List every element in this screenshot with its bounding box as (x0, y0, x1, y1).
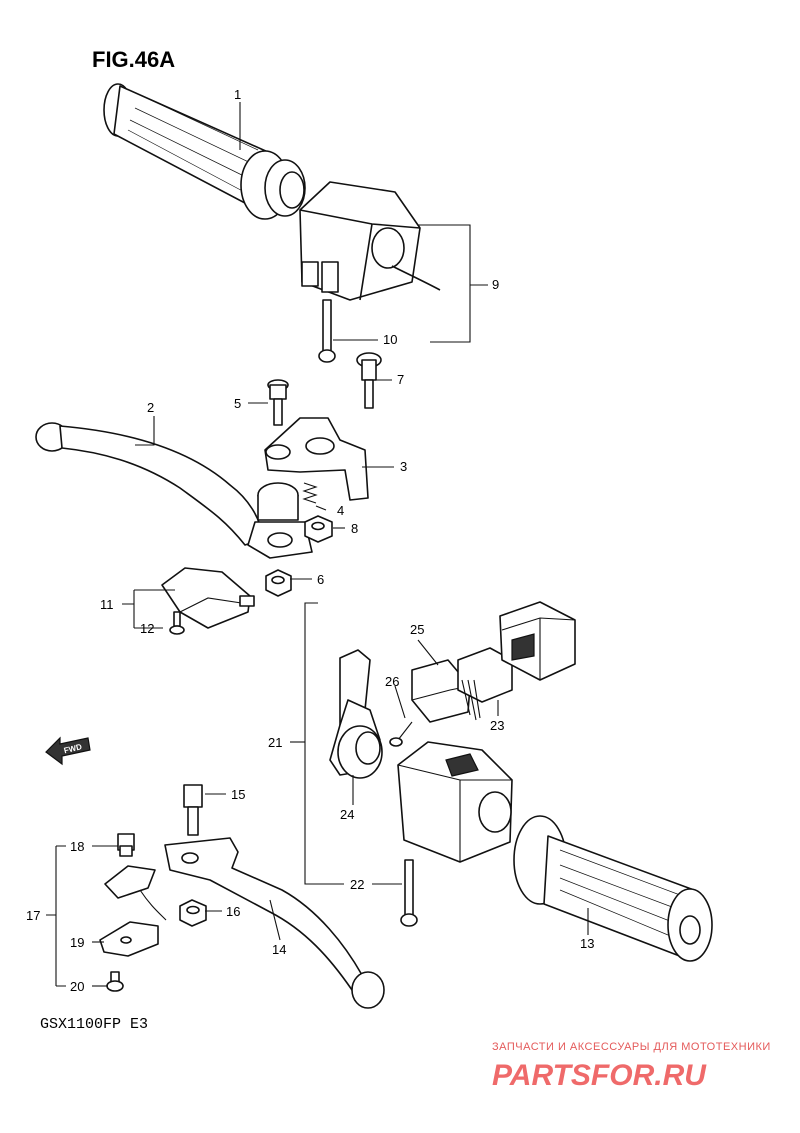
part-3-bracket (264, 417, 369, 501)
part-1-left-grip (103, 83, 306, 220)
callout-26: 26 (385, 674, 399, 689)
callout-18: 18 (70, 839, 84, 854)
part-18-clip (117, 833, 135, 857)
part-24-throttle (329, 649, 383, 779)
callout-11: 11 (100, 597, 114, 612)
fwd-arrow-icon: FWD (45, 736, 91, 766)
fwd-label: FWD (63, 742, 83, 755)
callout-1: 1 (234, 87, 241, 102)
callout-5: 5 (234, 396, 241, 411)
callout-15: 15 (231, 787, 245, 802)
watermark-logo: PARTSFOR.RU (492, 1059, 707, 1092)
callout-25: 25 (410, 622, 424, 637)
part-19-cover (99, 921, 159, 957)
callout-6: 6 (317, 572, 324, 587)
callout-20: 20 (70, 979, 84, 994)
callout-12: 12 (140, 621, 154, 636)
part-22-screw (400, 859, 418, 927)
figure-title: FIG.46A (92, 47, 175, 72)
part-10-screw (318, 299, 336, 363)
part-13-right-grip (513, 815, 713, 962)
callout-8: 8 (351, 521, 358, 536)
callout-3: 3 (400, 459, 407, 474)
callout-10: 10 (383, 332, 397, 347)
watermark-tagline: ЗАПЧАСТИ И АКСЕССУАРЫ ДЛЯ МОТОТЕХНИКИ (492, 1041, 771, 1053)
part-23-switch-assembly (457, 601, 576, 721)
watermark: ЗАПЧАСТИ И АКСЕССУАРЫ ДЛЯ МОТОТЕХНИКИ PA… (492, 1041, 771, 1092)
callout-17: 17 (26, 908, 40, 923)
part-21-right-switch-housing (397, 741, 513, 863)
part-9-left-switch-housing (299, 181, 441, 301)
part-26-screw (389, 721, 413, 747)
callout-24: 24 (340, 807, 354, 822)
callout-21: 21 (268, 735, 282, 750)
part-11-switch (161, 567, 255, 629)
part-17-switch (104, 865, 167, 921)
part-15-bolt (183, 784, 203, 836)
part-12-screw (169, 611, 185, 635)
callout-14: 14 (272, 942, 286, 957)
callout-13: 13 (580, 936, 594, 951)
model-label: GSX1100FP E3 (40, 1016, 148, 1033)
part-4-spring (302, 482, 318, 504)
part-6-nut (265, 569, 292, 597)
callout-23: 23 (490, 718, 504, 733)
part-5-bolt (267, 379, 289, 426)
callout-16: 16 (226, 904, 240, 919)
part-7-screw (356, 352, 382, 409)
part-16-nut (179, 899, 207, 927)
callout-7: 7 (397, 372, 404, 387)
callout-9: 9 (492, 277, 499, 292)
callout-22: 22 (350, 877, 364, 892)
callout-4: 4 (337, 503, 344, 518)
callout-2: 2 (147, 400, 154, 415)
part-8-nut (304, 515, 333, 543)
callout-numbers: 1 2 3 4 5 6 7 8 9 10 11 12 13 14 15 16 1… (26, 87, 594, 994)
part-20-screw (106, 971, 124, 992)
callout-19: 19 (70, 935, 84, 950)
part-14-brake-lever (164, 837, 385, 1009)
leader-lines (46, 102, 589, 987)
part-2-clutch-lever (35, 422, 313, 559)
